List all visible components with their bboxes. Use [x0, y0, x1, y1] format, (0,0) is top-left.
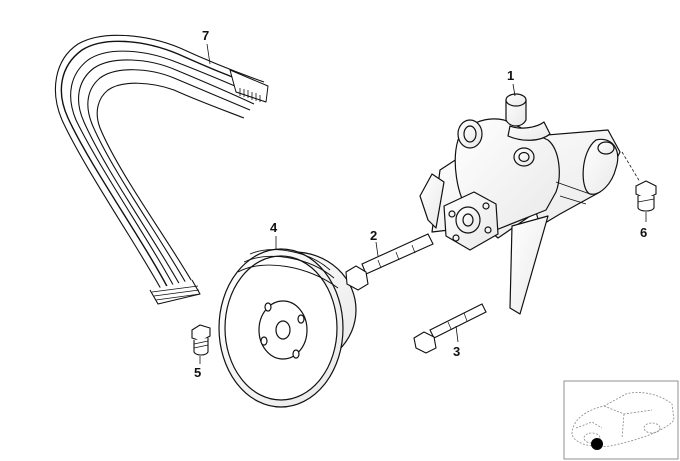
leader-line-7 [206, 43, 211, 65]
leader-line-1 [512, 83, 516, 97]
callout-6: 6 [640, 225, 647, 240]
long-hex-bolt[interactable] [345, 233, 434, 291]
location-marker [591, 438, 603, 450]
leader-line-6 [621, 151, 641, 183]
small-hex-screw[interactable] [191, 324, 211, 356]
vehicle-locator-thumbnail[interactable] [563, 380, 679, 460]
belt-pulley[interactable] [218, 248, 357, 408]
callout-3: 3 [453, 344, 460, 359]
leader-line-2 [375, 241, 379, 257]
ribbed-belt[interactable] [54, 34, 269, 305]
flange-bolt[interactable] [635, 180, 657, 212]
callout-1: 1 [507, 68, 514, 83]
callout-5: 5 [194, 365, 201, 380]
leader-line-3 [455, 325, 459, 343]
short-hex-bolt[interactable] [413, 303, 487, 354]
power-steering-pump[interactable] [419, 93, 621, 315]
callout-4: 4 [270, 220, 278, 235]
callout-7: 7 [202, 28, 209, 43]
callout-2: 2 [370, 228, 377, 243]
